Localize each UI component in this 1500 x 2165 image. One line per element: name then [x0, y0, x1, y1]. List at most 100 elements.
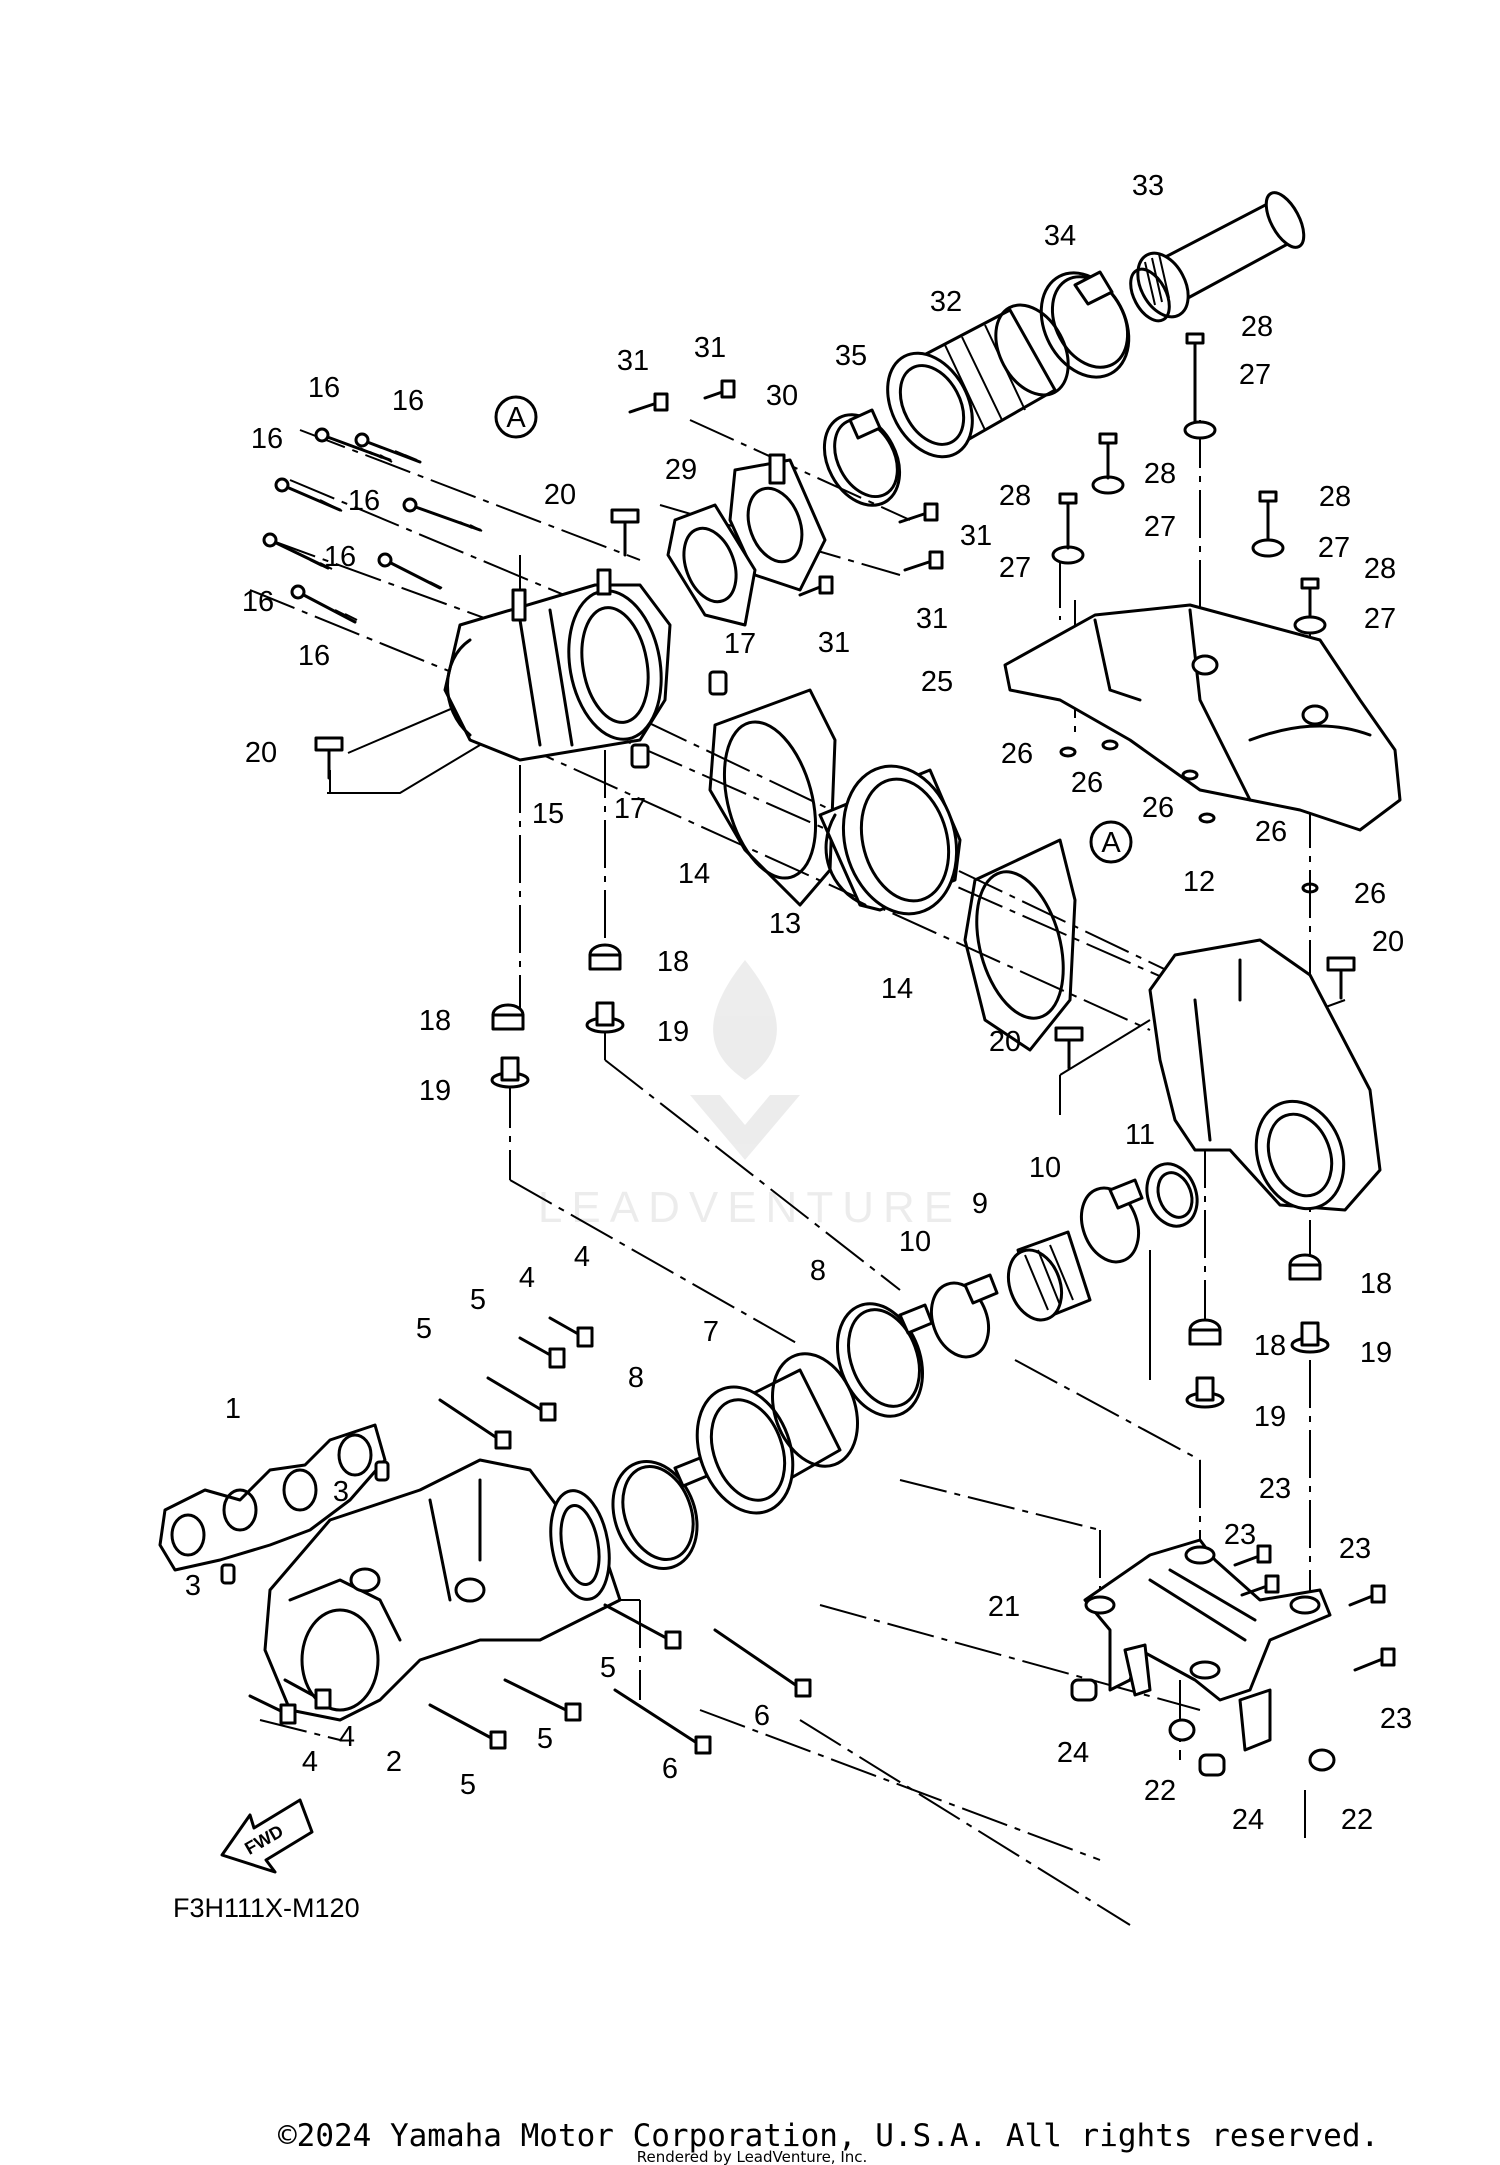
- callout-10: 10: [1029, 1152, 1061, 1184]
- callout-5: 5: [460, 1769, 476, 1801]
- part-33-intake-pipe: [1129, 191, 1306, 323]
- callout-28: 28: [1364, 553, 1396, 585]
- callout-34: 34: [1044, 220, 1076, 252]
- callout-6: 6: [754, 1700, 770, 1732]
- callout-31: 31: [694, 332, 726, 364]
- callout-33: 33: [1132, 170, 1164, 202]
- part-23-bolts: [1233, 1544, 1396, 1672]
- callout-28: 28: [999, 480, 1031, 512]
- callout-6: 6: [662, 1753, 678, 1785]
- part-29-gasket: [666, 503, 757, 627]
- callout-26: 26: [1354, 878, 1386, 910]
- callout-16: 16: [251, 423, 283, 455]
- callout-5: 5: [600, 1652, 616, 1684]
- part-30-flange: [728, 453, 827, 592]
- part-11-seal: [1145, 1162, 1199, 1228]
- svg-text:A: A: [506, 402, 526, 434]
- part-24-collars: [1070, 1678, 1226, 1777]
- callout-31: 31: [617, 345, 649, 377]
- callout-17: 17: [724, 628, 756, 660]
- callout-31: 31: [916, 603, 948, 635]
- part-3-dowel-upper: [374, 1460, 390, 1482]
- callout-19: 19: [657, 1016, 689, 1048]
- part-19-collars: [490, 1001, 1330, 1409]
- reference-mark-a-upper: A: [494, 395, 538, 439]
- part-5-studs: [428, 1376, 682, 1750]
- callout-8: 8: [628, 1362, 644, 1394]
- callout-9: 9: [972, 1188, 988, 1220]
- callout-labels: 1 2 3 3 4 4 4 4 5 5 5 5 5 6 6 7 8 8 9 10…: [185, 170, 1412, 1836]
- callout-5: 5: [416, 1313, 432, 1345]
- part-28-screws: [1058, 332, 1320, 619]
- callout-30: 30: [766, 380, 798, 412]
- callout-26: 26: [1001, 738, 1033, 770]
- callout-16: 16: [298, 640, 330, 672]
- callout-16: 16: [348, 485, 380, 517]
- part-34-band-clamp: [1039, 270, 1131, 379]
- callout-18: 18: [657, 946, 689, 978]
- callout-27: 27: [1239, 359, 1271, 391]
- part-18-rubber-mounts: [491, 943, 1322, 1346]
- callout-3: 3: [185, 1570, 201, 1602]
- callout-18: 18: [419, 1005, 451, 1037]
- part-7-hose: [695, 1352, 860, 1515]
- callout-22: 22: [1144, 1775, 1176, 1807]
- part-9-connector: [1006, 1230, 1092, 1322]
- callout-23: 23: [1259, 1473, 1291, 1505]
- part-20-bolts: [314, 508, 1356, 1070]
- part-2-intake-duct: [263, 1458, 622, 1722]
- callout-8: 8: [810, 1255, 826, 1287]
- part-17-dowel-upper: [708, 670, 728, 696]
- callout-5: 5: [537, 1723, 553, 1755]
- callout-16: 16: [392, 385, 424, 417]
- copyright-notice: ©2024 Yamaha Motor Corporation, U.S.A. A…: [278, 2118, 1379, 2154]
- callout-28: 28: [1144, 458, 1176, 490]
- callout-2: 2: [386, 1746, 402, 1778]
- callout-21: 21: [988, 1591, 1020, 1623]
- part-6-studs: [613, 1628, 812, 1755]
- callout-26: 26: [1071, 767, 1103, 799]
- callout-31: 31: [960, 520, 992, 552]
- part-12-nozzle-housing: [1148, 938, 1382, 1212]
- callout-24: 24: [1057, 1737, 1089, 1769]
- callout-16: 16: [242, 586, 274, 618]
- callout-4: 4: [302, 1746, 318, 1778]
- part-35-band-clamp: [822, 408, 902, 507]
- callout-17: 17: [614, 793, 646, 825]
- callout-27: 27: [1144, 511, 1176, 543]
- part-1-gasket: [158, 1423, 387, 1572]
- part-14-gasket-rear: [963, 838, 1077, 1052]
- callout-23: 23: [1224, 1519, 1256, 1551]
- callout-16: 16: [324, 541, 356, 573]
- callout-18: 18: [1254, 1330, 1286, 1362]
- callout-13: 13: [769, 908, 801, 940]
- callout-4: 4: [574, 1241, 590, 1273]
- callout-20: 20: [989, 1026, 1021, 1058]
- callout-7: 7: [703, 1316, 719, 1348]
- part-3-dowel-lower: [220, 1563, 236, 1585]
- callout-19: 19: [419, 1075, 451, 1107]
- callout-25: 25: [921, 666, 953, 698]
- reference-mark-a-lower: A: [1089, 820, 1133, 864]
- callout-26: 26: [1142, 792, 1174, 824]
- callout-23: 23: [1339, 1533, 1371, 1565]
- callout-29: 29: [665, 454, 697, 486]
- fwd-direction-arrow: FWD: [220, 1798, 314, 1874]
- watermark-logo: [690, 960, 800, 1160]
- svg-text:A: A: [1101, 827, 1121, 859]
- callout-4: 4: [519, 1262, 535, 1294]
- part-22-nuts: [1168, 1718, 1336, 1772]
- callout-20: 20: [544, 479, 576, 511]
- callout-27: 27: [1364, 603, 1396, 635]
- callout-19: 19: [1360, 1337, 1392, 1369]
- callout-27: 27: [1318, 532, 1350, 564]
- callout-15: 15: [532, 798, 564, 830]
- callout-22: 22: [1341, 1804, 1373, 1836]
- part-27-grommets: [1051, 420, 1327, 635]
- callout-35: 35: [835, 340, 867, 372]
- part-13-liner: [818, 764, 962, 916]
- callout-4: 4: [339, 1721, 355, 1753]
- part-17-dowel-lower: [630, 743, 650, 769]
- callout-28: 28: [1241, 311, 1273, 343]
- part-16-bolts: [262, 427, 483, 624]
